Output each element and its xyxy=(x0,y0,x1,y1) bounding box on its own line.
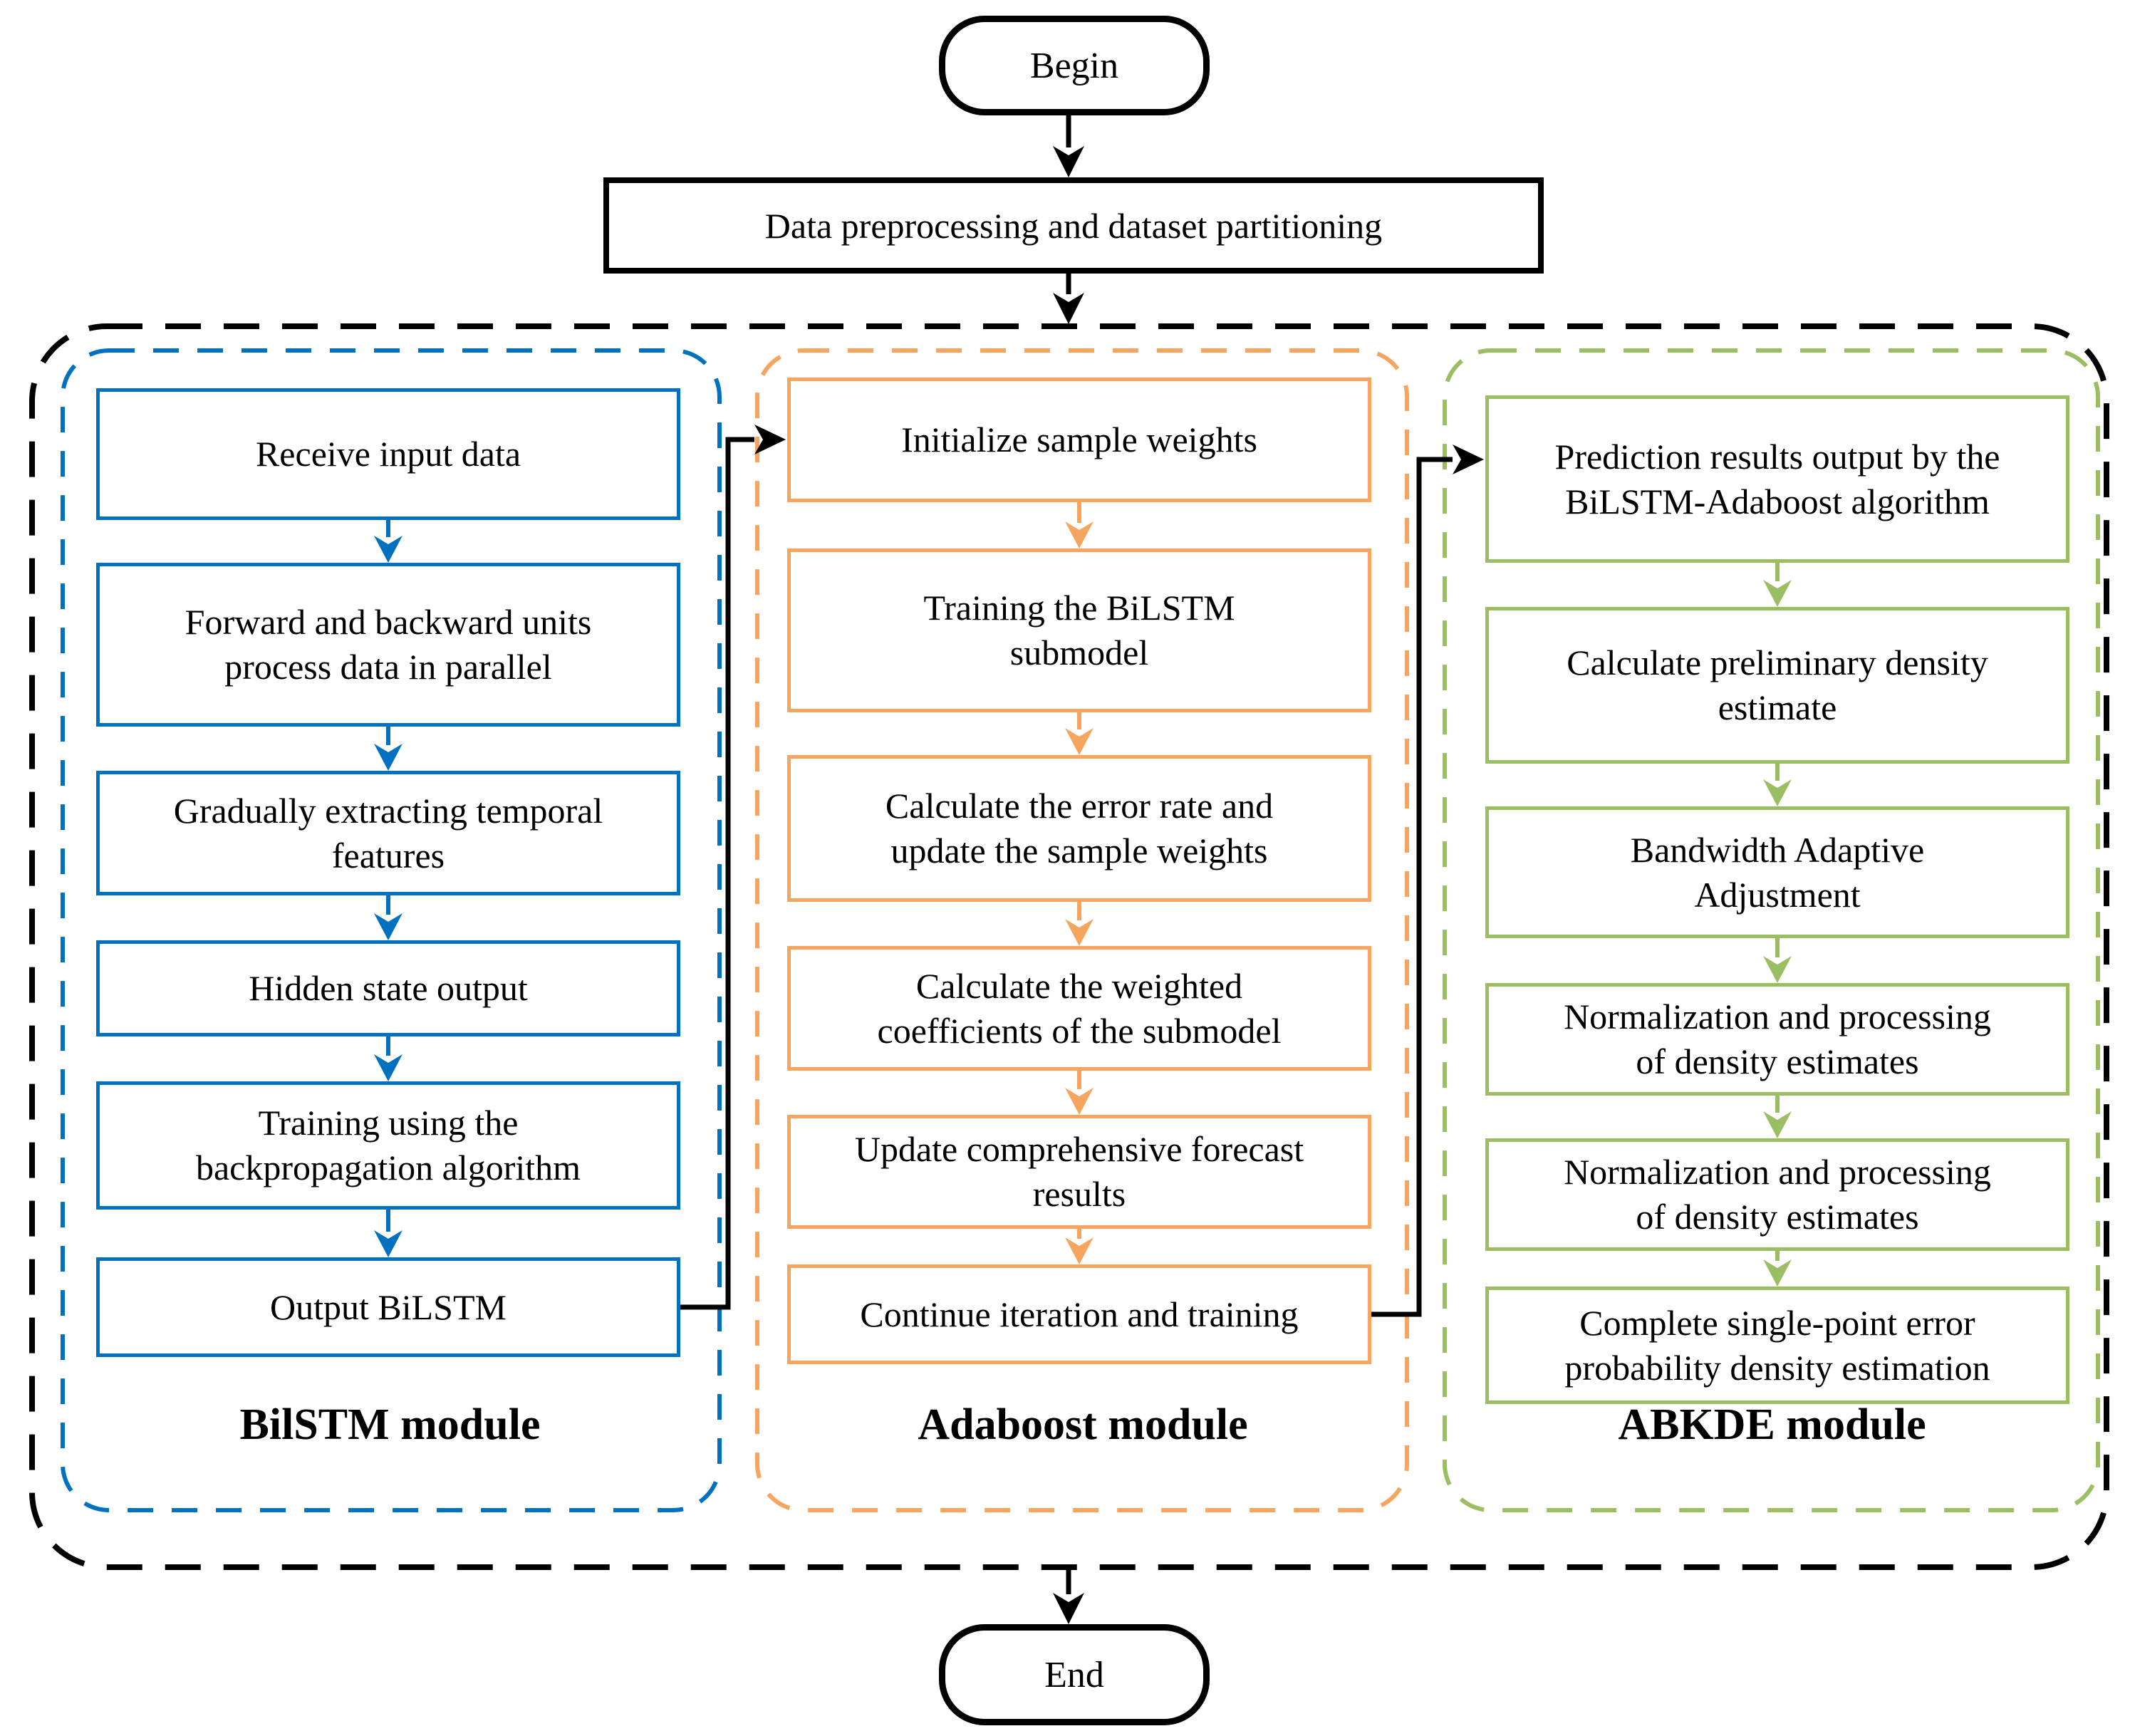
box-initialize-sample-weights: Initialize sample weights xyxy=(787,378,1371,502)
box-receive-input-data: Receive input data xyxy=(96,388,680,520)
box-forward-backward-units: Forward and backward units process data … xyxy=(96,563,680,727)
arrowhead-modules-to-end xyxy=(1053,1593,1084,1624)
adaboost-module-border xyxy=(755,348,1409,1512)
adaboost-arrowhead-2 xyxy=(1065,728,1094,755)
adaboost-arrowhead-1 xyxy=(1065,521,1094,549)
abkde-arrowhead-3 xyxy=(1763,956,1792,983)
abkde-module-border xyxy=(1443,348,2100,1512)
preprocessing-box: Data preprocessing and dataset partition… xyxy=(603,177,1544,274)
box-continue-iteration-training: Continue iteration and training xyxy=(787,1264,1371,1364)
box-bandwidth-adaptive-adjustment: Bandwidth Adaptive Adjustment xyxy=(1485,806,2069,938)
begin-node: Begin xyxy=(939,16,1210,115)
connector-output-bilstm-to-initialize-weights xyxy=(680,437,754,1310)
box-training-bilstm-submodel: Training the BiLSTM submodel xyxy=(787,549,1371,712)
abkde-arrowhead-2 xyxy=(1763,779,1792,806)
arrowhead-preprocessing-to-modules xyxy=(1053,293,1084,324)
box-update-forecast-results: Update comprehensive forecast results xyxy=(787,1115,1371,1229)
abkde-arrowhead-5 xyxy=(1763,1259,1792,1287)
arrowhead-prediction-results xyxy=(1453,445,1484,474)
abkde-arrowhead-1 xyxy=(1763,580,1792,607)
box-single-point-error-density: Complete single-point error probability … xyxy=(1485,1287,2069,1404)
adaboost-arrowhead-4 xyxy=(1065,1088,1094,1115)
box-prediction-results-output: Prediction results output by the BiLSTM-… xyxy=(1485,395,2069,563)
arrowhead-begin-to-preprocessing xyxy=(1053,146,1084,177)
bilstm-arrowhead-4 xyxy=(374,1054,402,1081)
bilstm-arrowhead-5 xyxy=(374,1230,402,1257)
bilstm-arrowhead-2 xyxy=(374,744,402,771)
abkde-module-label: ABKDE module xyxy=(1618,1400,1926,1449)
bilstm-arrowhead-3 xyxy=(374,913,402,940)
box-hidden-state-output: Hidden state output xyxy=(96,940,680,1036)
bilstm-arrowhead-1 xyxy=(374,536,402,563)
adaboost-arrowhead-3 xyxy=(1065,919,1094,946)
box-output-bilstm: Output BiLSTM xyxy=(96,1257,680,1357)
connector-continue-iteration-to-prediction-results xyxy=(1371,457,1453,1317)
box-normalization-density-2: Normalization and processing of density … xyxy=(1485,1138,2069,1251)
end-node: End xyxy=(939,1624,1210,1725)
box-preliminary-density-estimate: Calculate preliminary density estimate xyxy=(1485,607,2069,764)
box-weighted-coefficients: Calculate the weighted coefficients of t… xyxy=(787,946,1371,1071)
arrowhead-initialize-weights xyxy=(754,425,786,454)
abkde-arrowhead-4 xyxy=(1763,1111,1792,1138)
box-backpropagation-training: Training using the backpropagation algor… xyxy=(96,1081,680,1210)
adaboost-module-label: Adaboost module xyxy=(918,1400,1248,1449)
box-extract-temporal-features: Gradually extracting temporal features xyxy=(96,771,680,895)
bilstm-module-border xyxy=(61,348,722,1512)
adaboost-arrowhead-5 xyxy=(1065,1237,1094,1264)
bilstm-module-label: BilSTM module xyxy=(239,1400,541,1449)
box-normalization-density-1: Normalization and processing of density … xyxy=(1485,983,2069,1096)
box-calculate-error-rate: Calculate the error rate and update the … xyxy=(787,755,1371,902)
